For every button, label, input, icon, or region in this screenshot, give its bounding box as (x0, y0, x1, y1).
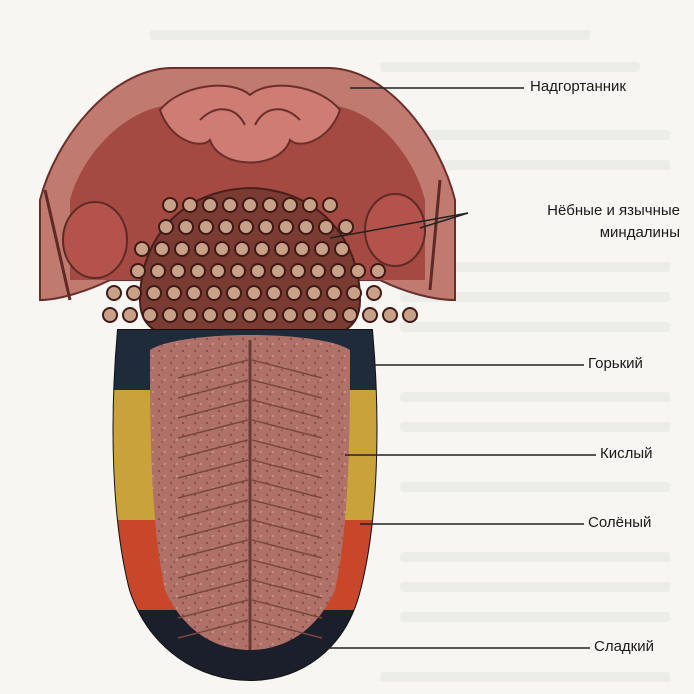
papilla (287, 286, 301, 300)
papilla (327, 286, 341, 300)
papilla (183, 198, 197, 212)
label-epiglottis: Надгортанник (530, 78, 626, 95)
papilla (303, 308, 317, 322)
label-sour: Кислый (600, 445, 653, 462)
papilla (351, 264, 365, 278)
papilla (235, 242, 249, 256)
papilla (131, 264, 145, 278)
papilla (167, 286, 181, 300)
papilla (179, 220, 193, 234)
papilla (159, 220, 173, 234)
papilla (243, 198, 257, 212)
papilla (363, 308, 377, 322)
papilla (323, 308, 337, 322)
papilla (155, 242, 169, 256)
papilla (367, 286, 381, 300)
papilla (215, 242, 229, 256)
papilla (163, 198, 177, 212)
papilla (151, 264, 165, 278)
papilla (171, 264, 185, 278)
papilla (135, 242, 149, 256)
papilla (199, 220, 213, 234)
papilla (283, 198, 297, 212)
label-tonsils-line1: Нёбные и язычные (480, 202, 680, 219)
papilla (331, 264, 345, 278)
papilla (187, 286, 201, 300)
papilla (223, 308, 237, 322)
papilla (207, 286, 221, 300)
papilla (335, 242, 349, 256)
papilla (315, 242, 329, 256)
papilla (175, 242, 189, 256)
papilla (203, 308, 217, 322)
papilla (279, 220, 293, 234)
papilla (127, 286, 141, 300)
label-sweet: Сладкий (594, 638, 654, 655)
papilla (303, 198, 317, 212)
papilla (291, 264, 305, 278)
papilla (403, 308, 417, 322)
papilla (275, 242, 289, 256)
papilla (231, 264, 245, 278)
papilla (103, 308, 117, 322)
papilla (383, 308, 397, 322)
papilla (183, 308, 197, 322)
papilla (247, 286, 261, 300)
papilla (107, 286, 121, 300)
papilla (147, 286, 161, 300)
papilla (307, 286, 321, 300)
papilla (263, 198, 277, 212)
papilla (143, 308, 157, 322)
papilla (195, 242, 209, 256)
papilla (299, 220, 313, 234)
papilla (311, 264, 325, 278)
papilla (263, 308, 277, 322)
papilla (123, 308, 137, 322)
papilla (343, 308, 357, 322)
papilla (243, 308, 257, 322)
papilla (295, 242, 309, 256)
papilla (319, 220, 333, 234)
papilla (323, 198, 337, 212)
papilla (191, 264, 205, 278)
papilla (239, 220, 253, 234)
papilla (223, 198, 237, 212)
papilla (227, 286, 241, 300)
papilla (347, 286, 361, 300)
label-salty: Солёный (588, 514, 651, 531)
papilla (339, 220, 353, 234)
label-bitter: Горький (588, 355, 643, 372)
papilla (371, 264, 385, 278)
label-tonsils-line2: миндалины (480, 224, 680, 241)
tongue-body (100, 300, 400, 690)
papilla (211, 264, 225, 278)
papilla (203, 198, 217, 212)
papilla (259, 220, 273, 234)
papilla (267, 286, 281, 300)
papilla (219, 220, 233, 234)
papilla (283, 308, 297, 322)
papilla (255, 242, 269, 256)
papilla (251, 264, 265, 278)
papilla (271, 264, 285, 278)
papilla (163, 308, 177, 322)
